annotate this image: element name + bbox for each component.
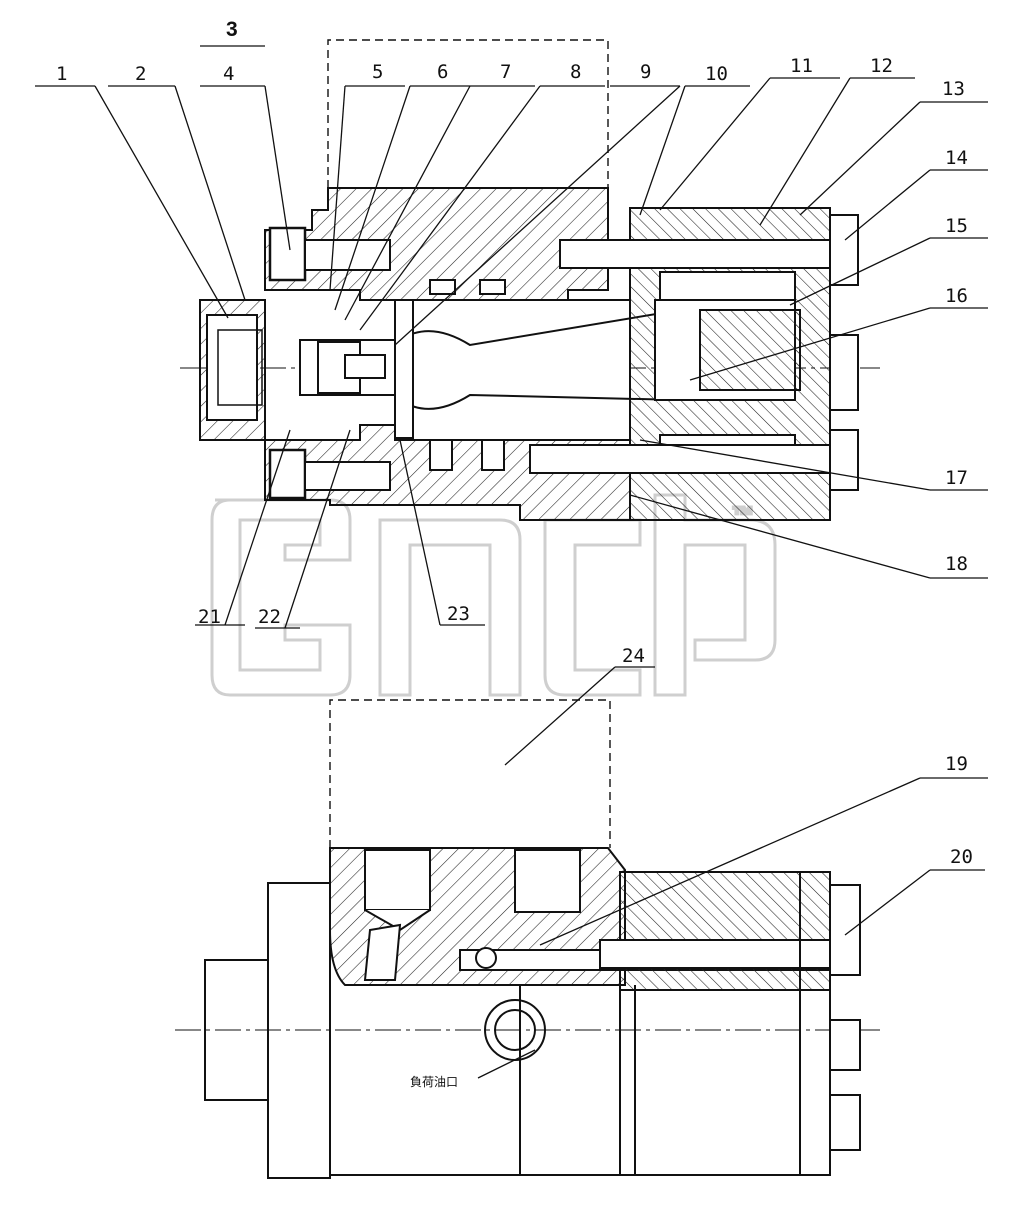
- callout-7: 7: [500, 61, 511, 83]
- callout-labels: 1 2 3 4 5 6 7 8 9 10 11 12 13 14 15 16 1…: [56, 18, 973, 1089]
- callout-10: 10: [705, 63, 728, 85]
- callout-13: 13: [942, 78, 965, 100]
- callout-3: 3: [226, 18, 238, 41]
- callout-6: 6: [437, 61, 448, 83]
- callout-9: 9: [640, 61, 651, 83]
- callout-1: 1: [56, 63, 67, 85]
- callout-4: 4: [223, 63, 234, 85]
- leader-lines: [35, 45, 988, 1079]
- callout-8: 8: [570, 61, 581, 83]
- elevation-view-bottom: [175, 699, 880, 1179]
- callout-11: 11: [790, 55, 813, 77]
- callout-12: 12: [870, 55, 893, 77]
- callout-19: 19: [945, 753, 968, 775]
- callout-23: 23: [447, 603, 470, 625]
- callout-5: 5: [372, 61, 383, 83]
- callout-16: 16: [945, 285, 968, 307]
- callout-15: 15: [945, 215, 968, 237]
- callout-20: 20: [950, 846, 973, 868]
- callout-17: 17: [945, 467, 968, 489]
- section-view-top: [180, 39, 880, 521]
- callout-14: 14: [945, 147, 968, 169]
- callout-22: 22: [258, 606, 281, 628]
- callout-24: 24: [622, 645, 645, 667]
- load-port-label: 負荷油口: [410, 1075, 458, 1089]
- callout-18: 18: [945, 553, 968, 575]
- callout-2: 2: [135, 63, 146, 85]
- callout-21: 21: [198, 606, 221, 628]
